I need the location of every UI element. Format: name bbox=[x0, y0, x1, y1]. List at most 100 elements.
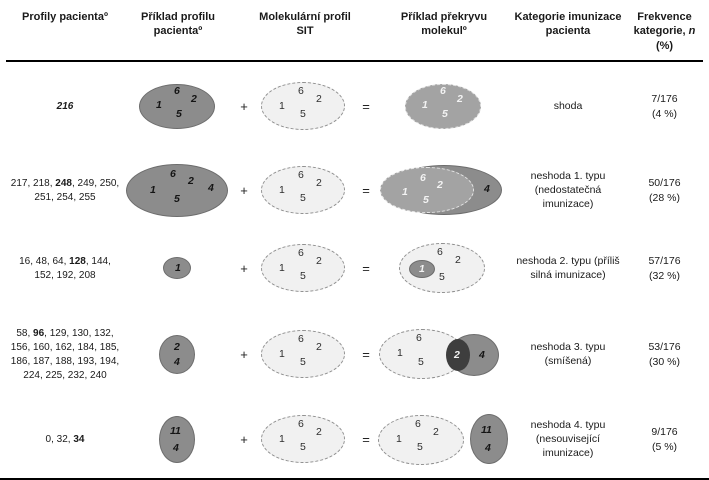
frequency-ratio: 57/176 bbox=[648, 255, 681, 268]
sit-ellipse bbox=[261, 243, 345, 292]
overlap-ellipse bbox=[380, 166, 474, 213]
overlap-diagram: 6 2 1 5 11 4 bbox=[378, 412, 510, 468]
molecule-2: 2 bbox=[316, 425, 322, 438]
molecule-5: 5 bbox=[300, 191, 306, 204]
frequency-percent: (28 %) bbox=[649, 191, 680, 204]
category-cell: shoda bbox=[553, 100, 583, 113]
profiles-bold-number: 216 bbox=[56, 100, 74, 112]
patient-diagram-cell: 6 2 1 5 4 bbox=[124, 163, 232, 219]
molecule-5: 5 bbox=[423, 193, 429, 206]
overlap-diagram-cell: 6 2 5 1 bbox=[378, 242, 510, 296]
equals-operator: = bbox=[362, 347, 370, 363]
plus-operator: + bbox=[240, 99, 248, 115]
molecule-6: 6 bbox=[420, 171, 426, 184]
molecule-6: 6 bbox=[298, 84, 304, 97]
patient-profile-diagram: 6 2 1 5 4 bbox=[126, 163, 230, 219]
equals-operator: = bbox=[362, 183, 370, 199]
overlap-diagram: 6 2 1 5 4 bbox=[380, 162, 508, 220]
equals-operator: = bbox=[362, 261, 370, 277]
header-overlap-example: Příklad překryvu molekulº bbox=[400, 11, 488, 38]
overlap-diagram-cell: 6 2 1 5 4 bbox=[378, 162, 510, 220]
molecule-6: 6 bbox=[174, 84, 180, 97]
molecule-4: 4 bbox=[479, 348, 485, 361]
molecule-2: 2 bbox=[454, 348, 460, 361]
sit-ellipse bbox=[261, 165, 345, 214]
patient-only-ellipse bbox=[470, 413, 508, 464]
molecule-1: 1 bbox=[279, 432, 285, 445]
profiles-cell: 58, 96, 129, 130, 132, 156, 160, 162, 18… bbox=[6, 327, 124, 383]
plus-operator: + bbox=[240, 347, 248, 363]
patient-diagram-cell: 1 bbox=[124, 256, 232, 281]
patient-profile-diagram: 6 2 1 5 bbox=[138, 82, 218, 132]
molecule-1: 1 bbox=[150, 183, 156, 196]
patient-diagram-cell: 11 4 bbox=[124, 415, 232, 465]
frequency-percent: (32 %) bbox=[649, 269, 680, 282]
patient-profile-diagram: 11 4 bbox=[159, 415, 197, 465]
frequency-percent: (5 %) bbox=[651, 440, 678, 453]
overlap-diagram: 6 2 1 5 bbox=[404, 82, 484, 132]
frequency-ratio: 9/176 bbox=[651, 426, 678, 439]
sit-ellipse bbox=[261, 414, 345, 463]
molecule-2: 2 bbox=[316, 254, 322, 267]
profiles-cell: 217, 218, 248, 249, 250, 251, 254, 255 bbox=[6, 177, 124, 205]
sit-diagram-cell: 6 2 1 5 bbox=[256, 81, 354, 133]
table-row: 0, 32, 34 11 4 + 6 2 1 5 = 6 2 1 bbox=[6, 402, 703, 478]
molecule-1: 1 bbox=[279, 99, 285, 112]
molecule-5: 5 bbox=[176, 107, 182, 120]
molecule-6: 6 bbox=[298, 246, 304, 259]
sit-profile-diagram: 6 2 1 5 bbox=[261, 243, 349, 295]
profiles-cell: 0, 32, 34 bbox=[6, 433, 124, 447]
frequency-cell: 9/176 (5 %) bbox=[626, 425, 703, 454]
molecule-6: 6 bbox=[437, 245, 443, 258]
frequency-cell: 53/176 (30 %) bbox=[626, 340, 703, 369]
header-patient-example: Příklad profilu pacientaº bbox=[141, 11, 215, 38]
category-cell: neshoda 3. typu (smíšená) bbox=[530, 341, 606, 367]
overlap-diagram: 6 1 5 2 4 bbox=[379, 326, 509, 384]
molecule-6: 6 bbox=[298, 332, 304, 345]
frequency-cell: 7/176 (4 %) bbox=[626, 92, 703, 121]
molecule-2: 2 bbox=[191, 92, 197, 105]
profiles-text: , 144, 152, 192, 208 bbox=[34, 255, 111, 281]
profiles-bold-number: 128 bbox=[69, 255, 86, 267]
overlap-diagram-cell: 6 2 1 5 bbox=[378, 82, 510, 132]
sit-profile-diagram: 6 2 1 5 bbox=[261, 414, 349, 466]
plus-operator: + bbox=[240, 432, 248, 448]
molecule-1: 1 bbox=[175, 261, 181, 274]
frequency-percent: (4 %) bbox=[651, 107, 678, 120]
molecule-4: 4 bbox=[173, 441, 179, 454]
header-frequency-n: n bbox=[688, 25, 696, 38]
equals-operator: = bbox=[362, 99, 370, 115]
category-cell: neshoda 1. typu (nedostatečná imunizace) bbox=[530, 170, 606, 210]
patient-ellipse bbox=[159, 334, 195, 374]
overlap-diagram: 6 2 5 1 bbox=[399, 242, 489, 296]
patient-diagram-cell: 2 4 bbox=[124, 334, 232, 376]
profiles-text: 0, 32, bbox=[45, 433, 74, 445]
molecule-2: 2 bbox=[188, 174, 194, 187]
sit-only-ellipse bbox=[399, 242, 485, 293]
profiles-text: 217, 218, bbox=[10, 177, 56, 189]
patient-ellipse bbox=[139, 83, 215, 129]
header-profiles: Profily pacientaº bbox=[22, 11, 108, 23]
profiles-bold-number: 248 bbox=[55, 177, 72, 189]
header-frequency-label: Frekvence kategorie, bbox=[633, 11, 692, 38]
molecule-6: 6 bbox=[440, 84, 446, 97]
molecule-6: 6 bbox=[298, 168, 304, 181]
plus-operator: + bbox=[240, 183, 248, 199]
intersection-lens bbox=[446, 338, 470, 371]
overlap-ellipse bbox=[409, 259, 435, 278]
profiles-bold-number: 96 bbox=[33, 327, 45, 339]
overlap-ellipse bbox=[405, 83, 481, 129]
table-header: Profily pacientaº Příklad profilu pacien… bbox=[6, 4, 703, 62]
patient-profile-diagram: 1 bbox=[163, 256, 193, 281]
molecule-2: 2 bbox=[457, 92, 463, 105]
sit-profile-diagram: 6 2 1 5 bbox=[261, 165, 349, 217]
molecule-2: 2 bbox=[316, 176, 322, 189]
molecule-4: 4 bbox=[208, 181, 214, 194]
molecule-5: 5 bbox=[174, 192, 180, 205]
molecule-1: 1 bbox=[419, 262, 425, 275]
sit-ellipse bbox=[261, 329, 345, 378]
molecule-5: 5 bbox=[417, 440, 423, 453]
table-row: 217, 218, 248, 249, 250, 251, 254, 255 6… bbox=[6, 152, 703, 230]
frequency-cell: 57/176 (32 %) bbox=[626, 254, 703, 283]
